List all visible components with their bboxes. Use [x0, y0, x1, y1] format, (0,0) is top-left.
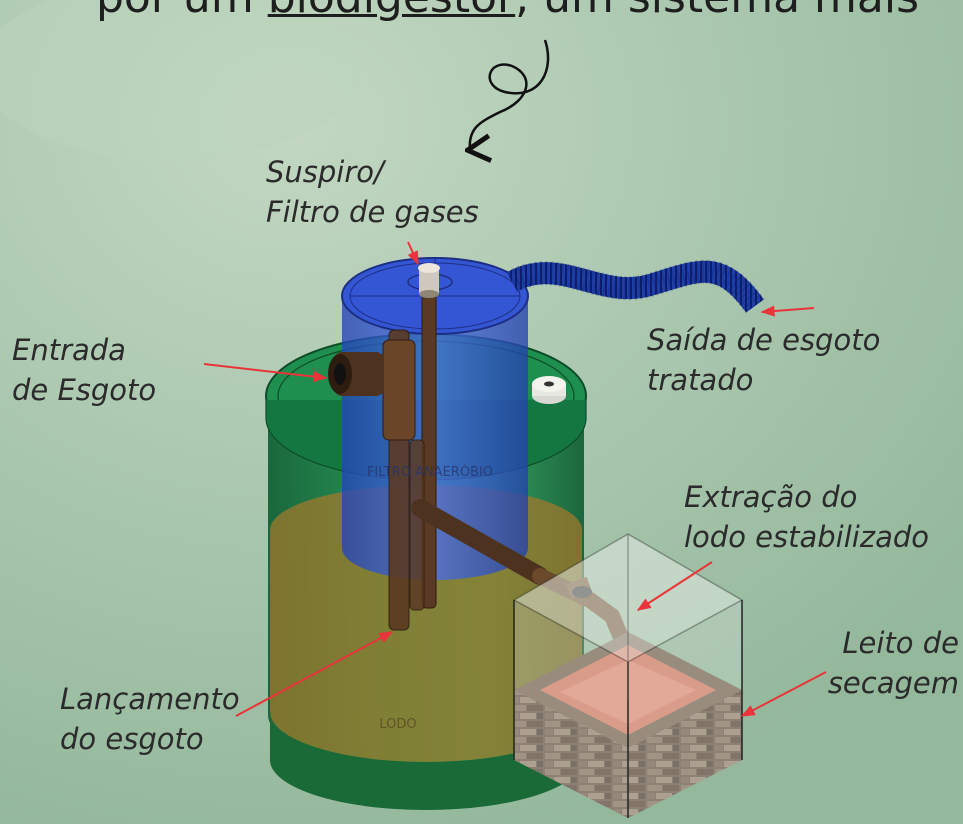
drying-bed	[512, 533, 744, 818]
label-entrada: Entrada de Esgoto	[12, 330, 156, 410]
label-leito-line2: secagem	[827, 666, 959, 701]
arrow-saida	[760, 305, 815, 317]
curly-arrow	[470, 39, 550, 150]
label-suspiro-line1: Suspiro/	[266, 155, 384, 189]
arrow-lancamento	[235, 631, 394, 717]
headline-underlined: biodigestor	[268, 0, 515, 23]
lid-cap	[532, 376, 566, 404]
label-entrada-line1: Entrada	[12, 333, 126, 367]
label-extracao-line2: lodo estabilizado	[684, 520, 929, 555]
inlet-pipe	[328, 352, 384, 396]
label-suspiro-line2: Filtro de gases	[266, 195, 479, 230]
label-lancamento-line1: Lançamento	[60, 682, 240, 716]
label-suspiro: Suspiro/ Filtro de gases	[266, 152, 479, 232]
label-extracao: Extração do lodo estabilizado	[684, 477, 929, 557]
filter-label: FILTRO ANAERÓBIO	[367, 464, 493, 480]
arrow-extracao	[636, 561, 713, 611]
internal-pipes	[382, 289, 437, 631]
arrow-entrada	[203, 363, 328, 383]
label-extracao-line1: Extração do	[684, 480, 858, 514]
label-lancamento-line2: do esgoto	[60, 722, 204, 757]
outlet-hose	[506, 259, 765, 314]
label-saida-line2: tratado	[647, 363, 754, 398]
label-entrada-line2: de Esgoto	[12, 373, 157, 408]
background-stain	[0, 0, 360, 160]
sludge-label: LODO	[379, 717, 416, 732]
extraction-pipe	[411, 499, 630, 648]
pointer-arrows	[203, 241, 827, 717]
headline-suffix: , um sistema mais	[515, 0, 919, 23]
label-lancamento: Lançamento do esgoto	[60, 679, 240, 759]
label-saida: Saída de esgoto tratado	[647, 320, 880, 400]
label-saida-line1: Saída de esgoto	[647, 323, 881, 357]
label-leito: Leito de secagem	[828, 623, 959, 703]
headline-prefix: por um	[96, 0, 254, 23]
headline: por um biodigestor, um sistema mais	[96, 0, 919, 23]
arrow-suspiro	[407, 241, 419, 266]
vent-cap	[418, 263, 440, 298]
label-leito-line1: Leito de	[842, 626, 959, 660]
arrow-leito	[740, 671, 827, 717]
